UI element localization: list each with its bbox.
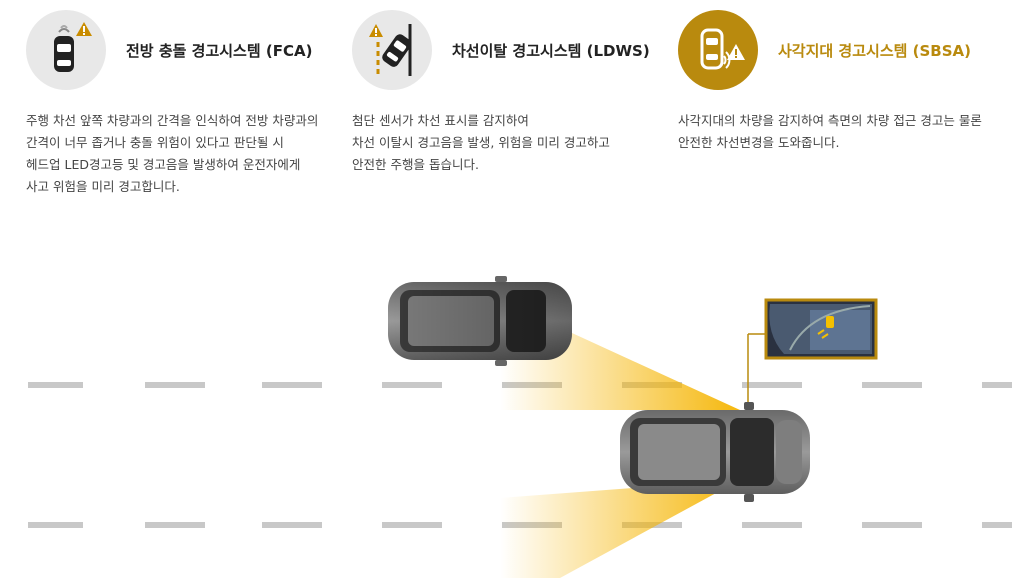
mirror-blind-spot-indicator-icon [817, 316, 834, 339]
feature-description: 첨단 센서가 차선 표시를 감지하여 차선 이탈시 경고음을 발생, 위험을 미… [352, 113, 610, 172]
lane-departure-car-icon [352, 10, 432, 90]
feature-title: 사각지대 경고시스템 (SBSA) [778, 42, 972, 60]
front-collision-car-icon [26, 10, 106, 90]
side-mirror-inset [764, 298, 878, 360]
feature-title: 전방 충돌 경고시스템 (FCA) [126, 42, 313, 60]
feature-description: 사각지대의 차량을 감지하여 측면의 차량 접근 경고는 물론 안전한 차선변경… [678, 113, 982, 150]
feature-description: 주행 차선 앞쪽 차량과의 간격을 인식하여 전방 차량과의 간격이 너무 좁거… [26, 113, 319, 194]
blind-spot-car-icon [678, 10, 758, 90]
host-car [620, 402, 810, 502]
approaching-car [388, 276, 572, 366]
blind-spot-illustration [28, 276, 1012, 578]
sensor-beam-bottom [500, 480, 740, 578]
feature-title: 차선이탈 경고시스템 (LDWS) [452, 42, 650, 60]
